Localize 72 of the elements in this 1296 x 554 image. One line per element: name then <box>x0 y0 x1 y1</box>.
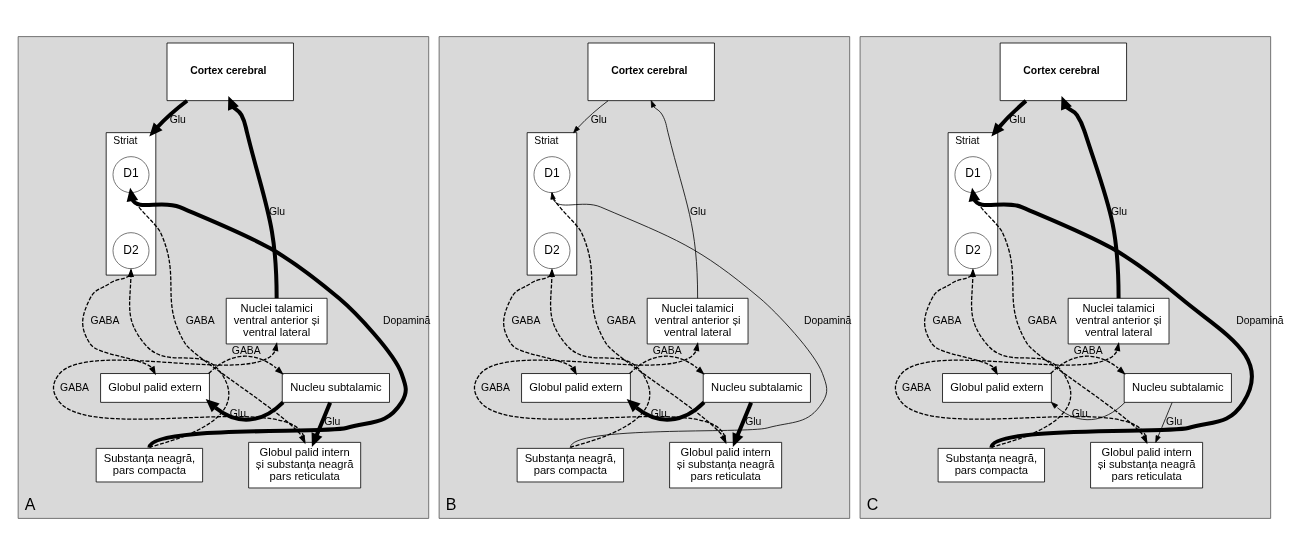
node-box: Substanța neagră, pars compacta <box>937 447 1045 482</box>
arrow <box>126 187 408 449</box>
arrow <box>550 191 828 448</box>
node-box: Nuclei talamici ventral anterior și ventral lateral <box>646 297 749 344</box>
edge-label: GABA <box>606 314 636 326</box>
node-box: Globul palid extern <box>100 372 210 403</box>
node-box: Globul palid extern <box>521 372 631 403</box>
arrow <box>626 398 706 422</box>
edge-label: Glu <box>1166 415 1183 427</box>
arrow <box>969 267 1072 448</box>
arrow <box>628 355 705 375</box>
arrow <box>503 268 577 375</box>
edge-label: Glu <box>324 415 341 427</box>
node-circle: D2 <box>533 231 571 269</box>
arrow <box>573 99 609 133</box>
node-box: Globul palid extern <box>942 372 1052 403</box>
node-box: Cortex cerebral <box>587 42 715 101</box>
node-box: Nucleu subtalamic <box>281 372 390 403</box>
edge-label: Dopamină <box>1236 314 1284 326</box>
edge-label: Dopamină <box>803 314 852 326</box>
node-circle: D2 <box>954 231 992 269</box>
node-box: Cortex cerebral <box>999 42 1127 101</box>
edge-label: GABA <box>60 381 90 393</box>
arrow <box>991 98 1028 136</box>
edge-label: Glu <box>590 113 607 125</box>
arrow <box>127 267 230 448</box>
edge-label: Glu <box>1009 113 1026 125</box>
edge-label: Glu <box>1110 205 1128 217</box>
node-circle: D1 <box>533 155 571 193</box>
node-box: Globul palid intern și substanța neagră pars reticulata <box>248 441 362 488</box>
edge-label: GABA <box>481 381 510 393</box>
edge-label: Dopamină <box>383 314 431 326</box>
node-box: Substanța neagră, pars compacta <box>516 447 624 482</box>
arrow <box>732 401 753 447</box>
edge-label: GABA <box>511 314 541 326</box>
edge-label: Glu <box>268 205 286 217</box>
arrow <box>650 99 698 299</box>
arrow <box>548 267 651 448</box>
edge-label: GABA <box>231 344 261 356</box>
node-circle: D1 <box>954 155 992 193</box>
arrow <box>149 98 189 136</box>
edge-label: Glu <box>169 113 186 125</box>
arrow <box>205 398 285 422</box>
edge-label: GABA <box>185 314 215 326</box>
arrow <box>82 268 156 375</box>
arrow <box>968 187 1254 449</box>
arrow <box>1050 401 1126 420</box>
edge-label: GABA <box>902 381 931 393</box>
node-box: Cortex cerebral <box>166 42 294 101</box>
edge-label: GABA <box>652 344 682 356</box>
node-box: Globul palid intern și substanța neagră pars reticulata <box>669 441 783 488</box>
arrow <box>311 401 332 447</box>
arrow <box>924 268 998 375</box>
edge-label: Glu <box>689 205 707 217</box>
edge-label: GABA <box>932 314 962 326</box>
node-circle: D1 <box>112 155 150 193</box>
node-box: Nuclei talamici ventral anterior și ventral lateral <box>225 297 328 344</box>
arrow <box>208 355 284 375</box>
arrow <box>228 95 279 298</box>
arrow <box>1049 355 1126 375</box>
edge-label: GABA <box>90 314 120 326</box>
node-box: Nucleu subtalamic <box>702 372 811 403</box>
edge-label: Glu <box>745 415 762 427</box>
arrow <box>1155 401 1173 443</box>
node-circle: D2 <box>112 231 150 269</box>
node-box: Substanța neagră, pars compacta <box>95 447 203 482</box>
edge-label: GABA <box>1073 344 1103 356</box>
node-box: Nucleu subtalamic <box>1123 372 1232 403</box>
node-box: Nuclei talamici ventral anterior și ventral lateral <box>1067 297 1170 344</box>
edge-label: GABA <box>1027 314 1057 326</box>
arrow <box>1061 95 1121 298</box>
node-box: Globul palid intern și substanța neagră pars reticulata <box>1090 441 1203 488</box>
